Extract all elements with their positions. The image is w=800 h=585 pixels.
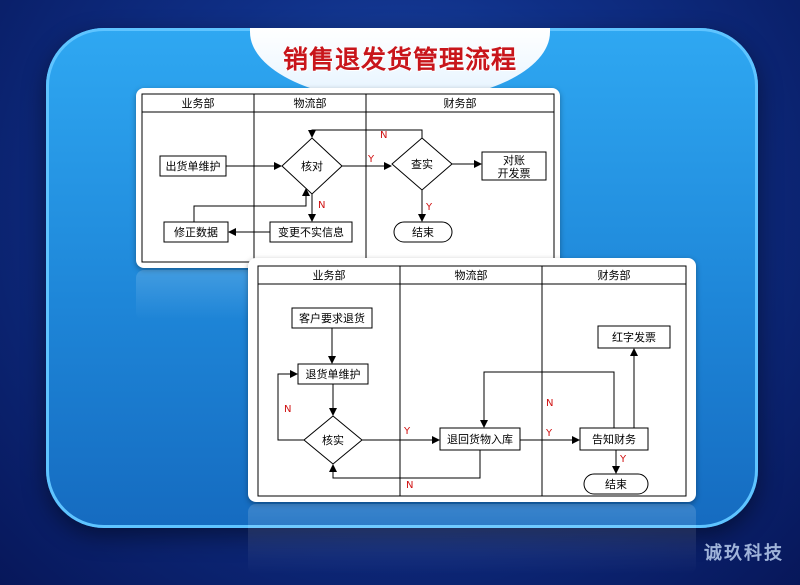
edge bbox=[308, 129, 423, 138]
terminal-end-label: 结束 bbox=[605, 478, 627, 491]
flowchart-return-goods: 业务部 物流部 财务部 客户要求退货 退货单维护 核实 退回货物入库 告知财务 … bbox=[248, 258, 696, 502]
node-ship-maintain-label: 出货单维护 bbox=[166, 159, 221, 173]
company-watermark: 诚玖科技 bbox=[704, 543, 784, 564]
flowchart-shipment-review: 业务部 物流部 财务部 出货单维护 核对 查实 对账 开发票 结束 修正数据 变… bbox=[136, 88, 560, 268]
diagram-2-reflection bbox=[248, 504, 696, 574]
edge bbox=[480, 371, 615, 428]
node-change-info-label: 变更不实信息 bbox=[278, 225, 344, 239]
node-notify-finance-label: 告知财务 bbox=[592, 432, 636, 446]
page-title: 销售退发货管理流程 bbox=[282, 45, 517, 74]
edge-label: Y bbox=[619, 454, 627, 465]
node-reconcile-label-2: 开发票 bbox=[498, 166, 531, 180]
edge bbox=[193, 188, 310, 222]
edge-label: Y bbox=[403, 426, 411, 437]
edge-label: N bbox=[406, 480, 413, 491]
lane-header-logistics: 物流部 bbox=[294, 96, 327, 110]
node-customer-request-label: 客户要求退货 bbox=[299, 311, 365, 325]
lane-header-logistics: 物流部 bbox=[455, 268, 488, 282]
edge-label: Y bbox=[367, 154, 375, 165]
lane-header-sales: 业务部 bbox=[313, 268, 346, 282]
node-red-invoice-label: 红字发票 bbox=[612, 330, 656, 344]
lane-header-sales: 业务部 bbox=[182, 96, 215, 110]
flowchart-1-svg: 业务部 物流部 财务部 出货单维护 核对 查实 对账 开发票 结束 修正数据 变… bbox=[141, 93, 555, 263]
node-reconcile bbox=[481, 151, 547, 181]
terminal-end bbox=[583, 473, 649, 495]
node-reconcile-label-1: 对账 bbox=[503, 153, 525, 167]
decision-check-label: 核对 bbox=[301, 159, 323, 173]
lane-header-finance: 财务部 bbox=[444, 96, 477, 110]
lane-header-finance: 财务部 bbox=[598, 268, 631, 282]
edge-label: N bbox=[318, 200, 325, 211]
edge-label: Y bbox=[545, 428, 553, 439]
edge-label: N bbox=[284, 404, 291, 415]
edge bbox=[329, 450, 481, 479]
edge-label: N bbox=[380, 130, 387, 141]
node-return-maintain-label: 退货单维护 bbox=[306, 367, 361, 381]
edge bbox=[277, 370, 304, 441]
terminal-end-label: 结束 bbox=[412, 226, 434, 239]
edge-label: N bbox=[546, 398, 553, 409]
flowchart-2-svg: 业务部 物流部 财务部 客户要求退货 退货单维护 核实 退回货物入库 告知财务 … bbox=[257, 265, 687, 497]
node-return-stock-label: 退回货物入库 bbox=[447, 432, 513, 446]
decision-audit-label: 查实 bbox=[411, 157, 433, 171]
edge-label: Y bbox=[425, 202, 433, 213]
terminal-end bbox=[393, 221, 453, 243]
decision-verify-label: 核实 bbox=[322, 433, 344, 447]
node-fix-data-label: 修正数据 bbox=[174, 225, 218, 239]
